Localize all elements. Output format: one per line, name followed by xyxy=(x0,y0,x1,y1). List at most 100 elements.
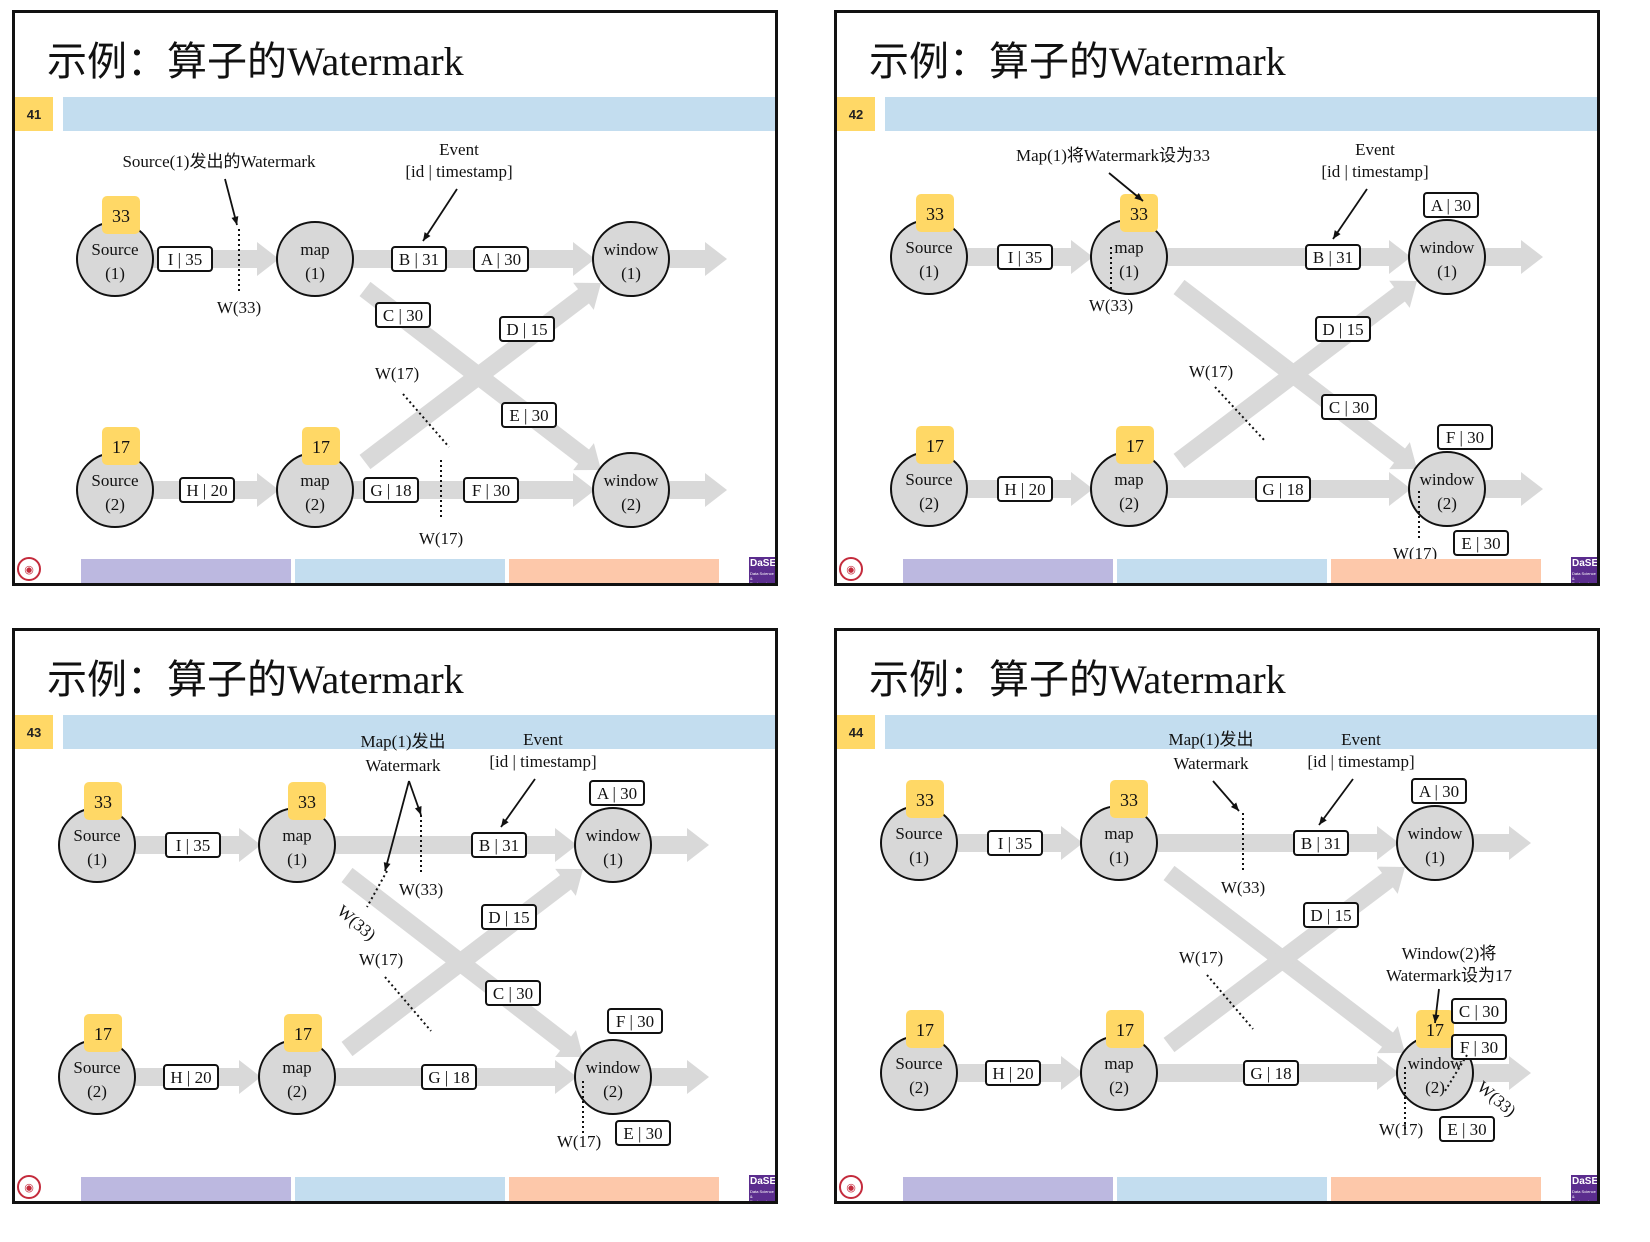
annotation-arrowhead xyxy=(231,216,239,225)
watermark-label: W(17) xyxy=(1379,1120,1423,1139)
operator-name: window xyxy=(586,826,642,845)
event-box xyxy=(1243,1060,1299,1086)
event-box xyxy=(1451,1034,1507,1060)
operator-name: map xyxy=(1114,238,1143,257)
footer-bar-orange xyxy=(1331,1177,1541,1201)
event-box xyxy=(1305,244,1361,270)
footer-bar-orange xyxy=(509,1177,719,1201)
operator-name: window xyxy=(1420,238,1476,257)
annotation-text: Event xyxy=(1341,730,1381,749)
watermark-label: W(33) xyxy=(1221,878,1265,897)
stream-arrow xyxy=(651,1060,709,1094)
annotation-text: Watermark设为17 xyxy=(1386,966,1513,985)
operator-name: window xyxy=(1408,824,1464,843)
watermark-badge xyxy=(84,1014,122,1052)
event-box xyxy=(1293,830,1349,856)
event-label: C | 30 xyxy=(493,984,533,1003)
event-label: H | 20 xyxy=(992,1064,1033,1083)
operator-name: window xyxy=(604,471,660,490)
event-label: I | 35 xyxy=(1008,248,1043,267)
operator-index: (1) xyxy=(287,850,307,869)
event-box xyxy=(589,780,645,806)
event-label: H | 20 xyxy=(170,1068,211,1087)
event-box xyxy=(607,1008,663,1034)
event-box xyxy=(375,302,431,328)
operator-index: (2) xyxy=(1109,1078,1129,1097)
event-label: G | 18 xyxy=(428,1068,469,1087)
annotation-arrowhead xyxy=(1134,193,1143,201)
watermark-badge xyxy=(916,426,954,464)
footer-bar-purple xyxy=(81,1177,291,1201)
operator-index: (1) xyxy=(909,848,929,867)
event-box xyxy=(997,244,1053,270)
annotation-text: Watermark xyxy=(1173,754,1249,773)
watermark-badge xyxy=(906,780,944,818)
university-logo-icon: ◉ xyxy=(17,557,41,581)
event-box xyxy=(615,1120,671,1146)
event-box xyxy=(1453,530,1509,556)
event-box xyxy=(179,477,235,503)
watermark-badge-value: 17 xyxy=(294,1024,312,1044)
watermark-badge-value: 17 xyxy=(916,1020,934,1040)
annotation-text: [id | timestamp] xyxy=(1321,162,1428,181)
watermark-badge-value: 17 xyxy=(94,1024,112,1044)
slide-title: 示例：算子的Watermark xyxy=(869,657,1286,703)
page-number: 43 xyxy=(15,715,53,749)
event-label: E | 30 xyxy=(1447,1120,1486,1139)
watermark-badge-value: 17 xyxy=(1116,1020,1134,1040)
annotation-text: Source(1)发出的Watermark xyxy=(122,152,316,171)
watermark-badge-value: 33 xyxy=(1120,790,1138,810)
watermark-badge-value: 17 xyxy=(312,437,330,457)
event-label: C | 30 xyxy=(383,306,423,325)
event-box xyxy=(391,246,447,272)
event-box xyxy=(499,316,555,342)
page-number: 42 xyxy=(837,97,875,131)
event-box xyxy=(471,832,527,858)
annotation-text: [id | timestamp] xyxy=(405,162,512,181)
operator-index: (1) xyxy=(105,264,125,283)
watermark-marker-line xyxy=(1444,1054,1468,1092)
event-box xyxy=(501,402,557,428)
operator-name: map xyxy=(1104,1054,1133,1073)
watermark-badge xyxy=(1106,1010,1144,1048)
event-box xyxy=(1437,424,1493,450)
event-box xyxy=(421,1064,477,1090)
slide-44: 示例：算子的Watermark 44 Source(1)map(1)window… xyxy=(834,628,1600,1204)
event-label: D | 15 xyxy=(488,908,529,927)
annotation-text: Map(1)发出 xyxy=(361,732,446,751)
watermark-label: W(33) xyxy=(333,901,379,944)
event-label: I | 35 xyxy=(998,834,1033,853)
stream-arrow xyxy=(1485,240,1543,274)
footer-bar-purple xyxy=(903,559,1113,583)
footer-bar-blue xyxy=(1117,1177,1327,1201)
event-box xyxy=(481,904,537,930)
annotation-arrowhead xyxy=(501,818,509,827)
event-label: D | 15 xyxy=(506,320,547,339)
operator-node-map1 xyxy=(276,221,354,297)
stream-arrow xyxy=(335,828,577,862)
operator-name: Source xyxy=(905,470,952,489)
operator-name: map xyxy=(1114,470,1143,489)
watermark-badge xyxy=(1416,1010,1454,1048)
operator-name: map xyxy=(282,1058,311,1077)
stream-arrow xyxy=(1157,826,1399,860)
stream-arrow xyxy=(1485,472,1543,506)
event-box xyxy=(1411,778,1467,804)
event-box xyxy=(997,476,1053,502)
operator-node-win2 xyxy=(1408,451,1486,527)
operator-index: (2) xyxy=(909,1078,929,1097)
operator-index: (1) xyxy=(1425,848,1445,867)
operator-index: (2) xyxy=(919,494,939,513)
operator-index: (2) xyxy=(603,1082,623,1101)
operator-node-win1 xyxy=(592,221,670,297)
watermark-badge-value: 33 xyxy=(926,204,944,224)
operator-name: Source xyxy=(73,1058,120,1077)
watermark-badge-value: 33 xyxy=(1130,204,1148,224)
footer-bar-purple xyxy=(903,1177,1113,1201)
watermark-marker-line xyxy=(366,870,388,908)
event-label: F | 30 xyxy=(472,481,510,500)
event-label: F | 30 xyxy=(1446,428,1484,447)
watermark-label: W(17) xyxy=(1179,948,1223,967)
event-label: A | 30 xyxy=(1431,196,1471,215)
